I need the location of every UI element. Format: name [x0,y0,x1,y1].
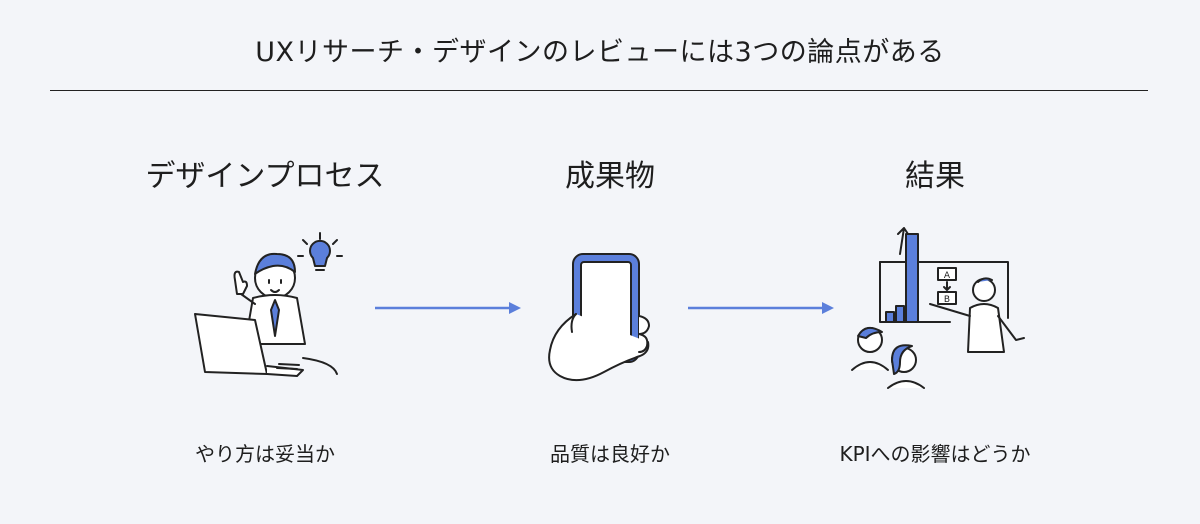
column-heading: 成果物 [565,159,655,194]
title-divider [50,90,1148,91]
column-heading: デザインプロセス [145,159,385,194]
flow-arrow-1 [375,302,521,314]
column-caption: やり方は妥当か [195,442,335,466]
column-caption: 品質は良好か [550,442,670,466]
column-heading: 結果 [905,159,965,194]
flow-arrow-2 [688,302,834,314]
smartphone-in-hand-icon [548,253,650,382]
designer-at-laptop-icon [194,232,343,377]
column-deliverable: 成果物 品質は良好か [460,155,760,466]
diagram-title: UXリサーチ・デザインのレビューには3つの論点がある [255,37,945,68]
presentation-chart-icon: A B [851,227,1025,389]
column-caption: KPIへの影響はどうか [839,442,1031,466]
chart-label-a: A [944,271,951,281]
chart-label-b: B [944,295,950,305]
column-design-process: デザインプロセス やり方は妥当か [115,155,415,466]
column-result: 結果 KPIへの影響はどうか [785,155,1085,466]
